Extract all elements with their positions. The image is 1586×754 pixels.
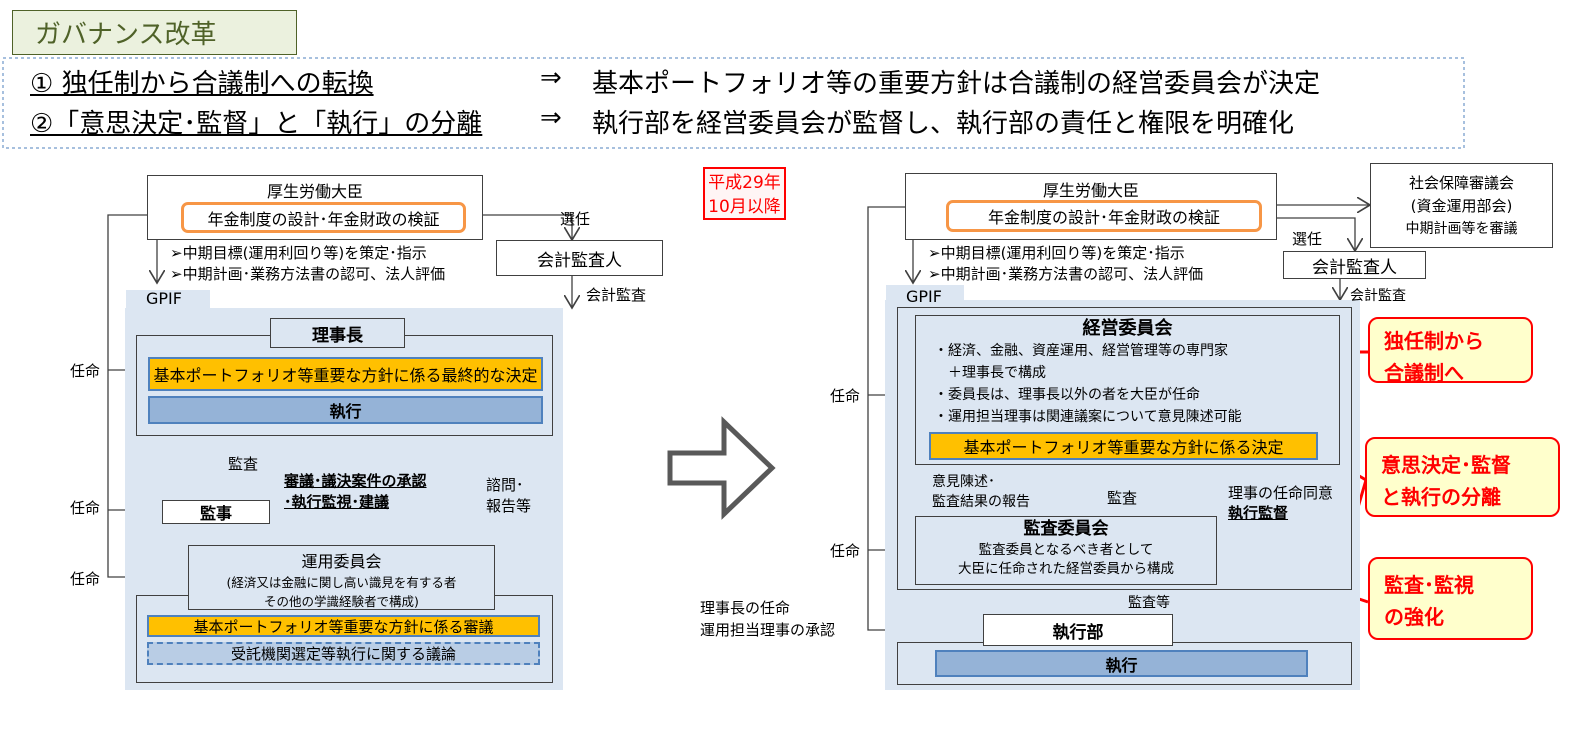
council-subtitle: (資金運用部会)	[1410, 197, 1513, 215]
audit-committee-box: 監査委員会 監査委員となるべき者として 大臣に任命された経営委員から構成	[915, 516, 1217, 585]
auditor-box: 会計監査人	[1283, 251, 1426, 279]
point-1-label: ① 独任制から合議制への転換	[30, 69, 374, 99]
minister-role: 年金制度の設計･年金財政の検証	[946, 200, 1262, 232]
gpif-label: GPIF	[906, 287, 942, 306]
committee-desc: その他の学識経験者で構成)	[264, 594, 419, 609]
audit-etc-label: 監査等	[1128, 595, 1170, 611]
callout-line: 監査･監視	[1384, 573, 1474, 597]
board-item: ・運用担当理事は関連議案について意見陳述可能	[934, 409, 1242, 425]
social-security-council-box: 社会保障審議会 (資金運用部会) 中期計画等を審議	[1370, 163, 1553, 248]
point-2-label: ②「意思決定･監督」と「執行」の分離	[30, 109, 483, 139]
bullet: ➢中期計画･業務方法書の認可、法人評価	[170, 265, 446, 283]
point-2-desc: 執行部を経営委員会が監督し、執行部の責任と権限を明確化	[592, 109, 1295, 139]
appoint-label: 任命	[70, 570, 101, 588]
section-title: ガバナンス改革	[12, 10, 297, 55]
point-1-desc: 基本ポートフォリオ等の重要方針は合議制の経営委員会が決定	[592, 69, 1321, 99]
approval-text: ･執行監視･建議	[284, 493, 390, 511]
callout-audit: 監査･監視の強化	[1368, 557, 1533, 640]
investment-committee-box: 運用委員会 (経済又は金融に関し高い識見を有する者 その他の学識経験者で構成)	[188, 545, 495, 610]
audit-committee-desc: 監査委員となるべき者として	[978, 542, 1154, 558]
callout-separation: 意思決定･監督と執行の分離	[1365, 437, 1560, 517]
auditor-box: 会計監査人	[496, 240, 663, 276]
appoint-label: 任命	[70, 362, 101, 380]
minister-label: 厚生労働大臣	[1042, 181, 1139, 200]
committee-title: 運用委員会	[301, 552, 382, 571]
council-title: 社会保障審議会	[1408, 174, 1514, 192]
bullet: ➢中期目標(運用利回り等)を策定･指示	[928, 244, 1185, 262]
audit-label: 会計監査	[1350, 288, 1406, 304]
board-item: ＋理事長で構成	[934, 365, 1046, 381]
report-line: 監査結果の報告	[932, 494, 1030, 510]
execution-bar: 執行	[148, 396, 543, 424]
minister-role: 年金制度の設計･年金財政の検証	[181, 202, 466, 233]
appoint-label: 任命	[830, 387, 861, 405]
exec-dept-box: 執行部	[983, 614, 1173, 646]
consult-text: 諮問･	[486, 476, 524, 494]
director-consent-text: 理事の任命同意	[1228, 484, 1334, 502]
auditor-kanji-box: 監事	[162, 500, 270, 524]
execution-bar: 執行	[935, 650, 1308, 677]
callout-line: 独任制から	[1384, 329, 1484, 353]
point-2-arrow: ⇒	[540, 103, 562, 133]
board-item: ・経済、金融、資産運用、経営管理等の専門家	[934, 343, 1228, 359]
exec-supervision-text: 執行監督	[1228, 504, 1289, 522]
chair-appoint-text: 理事長の任命	[700, 599, 791, 617]
appoint-label: 選任	[560, 210, 591, 228]
appoint-label: 任命	[830, 542, 861, 560]
deliberation-bar: 基本ポートフォリオ等重要な方針に係る審議	[147, 615, 540, 637]
callout-line: 意思決定･監督	[1381, 453, 1511, 477]
audit-label: 会計監査	[586, 286, 647, 304]
callout-line: の強化	[1384, 605, 1444, 629]
board-title: 経営委員会	[1082, 318, 1173, 339]
gpif-tab	[126, 290, 210, 310]
appoint-label: 任命	[70, 499, 101, 517]
callout-collegial: 独任制から合議制へ	[1368, 317, 1533, 385]
board-item: ・委員長は、理事長以外の者を大臣が任命	[934, 387, 1200, 403]
discussion-bar: 受託機関選定等執行に関する議論	[147, 642, 540, 665]
date-line: 10月以降	[708, 197, 781, 217]
big-right-arrow	[667, 416, 776, 520]
bullet: ➢中期計画･業務方法書の認可、法人評価	[928, 265, 1204, 283]
committee-desc: (経済又は金融に関し高い識見を有する者	[226, 575, 457, 590]
point-1-arrow: ⇒	[540, 63, 562, 93]
date-badge: 平成29年 10月以降	[703, 167, 786, 220]
appoint-label: 選任	[1292, 230, 1323, 248]
report-text: 意見陳述･ 監査結果の報告	[932, 472, 1030, 512]
final-decision-bar: 基本ポートフォリオ等重要な方針に係る最終的な決定	[148, 357, 543, 391]
gpif-label: GPIF	[146, 289, 182, 308]
minister-label: 厚生労働大臣	[266, 182, 363, 201]
callout-line: と執行の分離	[1381, 485, 1501, 509]
date-line: 平成29年	[708, 173, 781, 193]
audit-label: 監査	[228, 455, 259, 473]
approval-text: 審議･議決案件の承認	[284, 472, 427, 490]
minister-box: 厚生労働大臣 年金制度の設計･年金財政の検証	[905, 173, 1277, 240]
audit-committee-title: 監査委員会	[1023, 519, 1109, 539]
bullet: ➢中期目標(運用利回り等)を策定･指示	[170, 244, 427, 262]
council-role: 中期計画等を審議	[1405, 221, 1518, 237]
decision-bar: 基本ポートフォリオ等重要な方針に係る決定	[929, 432, 1318, 460]
chairman-box: 理事長	[270, 318, 405, 348]
minister-box: 厚生労働大臣 年金制度の設計･年金財政の検証	[147, 175, 483, 240]
callout-line: 合議制へ	[1384, 361, 1464, 385]
chair-appoint-text: 運用担当理事の承認	[700, 621, 836, 639]
consult-text: 報告等	[486, 497, 532, 515]
report-line: 意見陳述･	[932, 474, 995, 490]
audit-label: 監査	[1107, 489, 1138, 507]
audit-committee-desc: 大臣に任命された経営委員から構成	[958, 561, 1174, 577]
